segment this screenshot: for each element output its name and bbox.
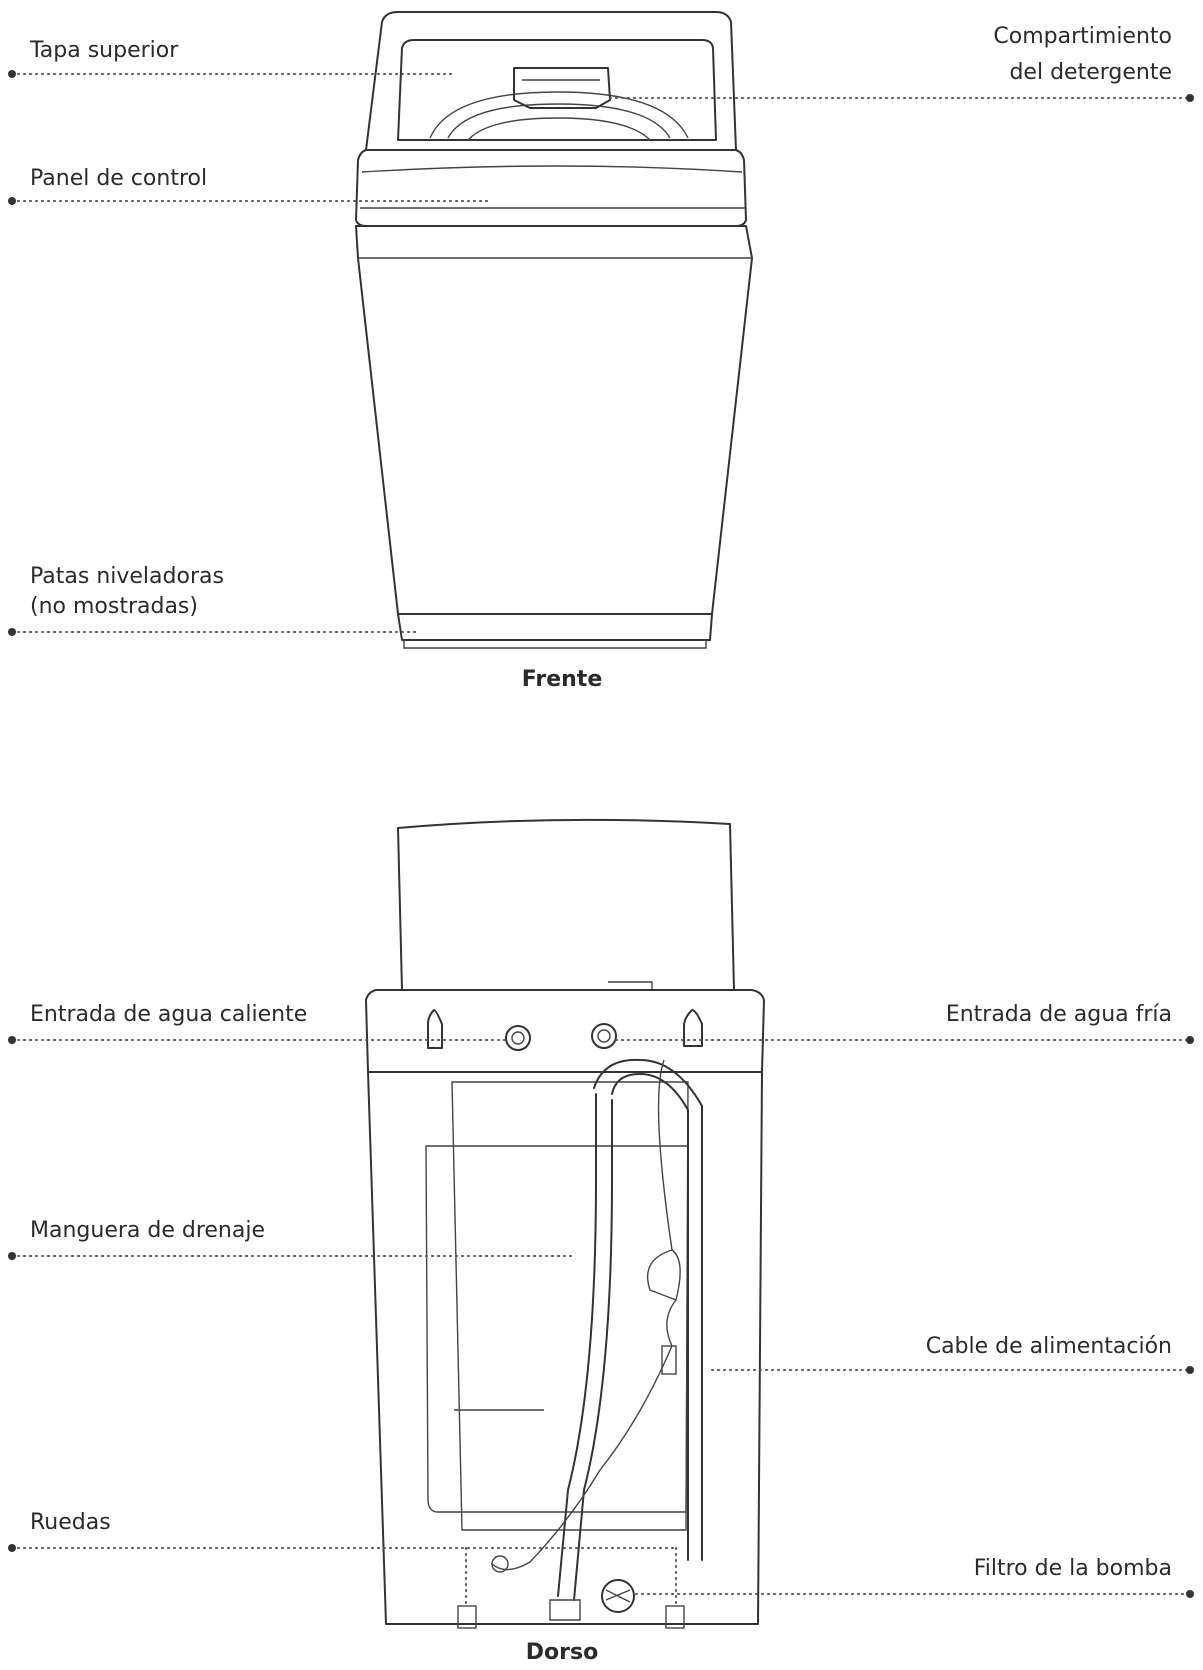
- front-control-panel: [355, 149, 747, 227]
- wheel-right: [665, 1605, 685, 1629]
- front-base: [397, 613, 713, 641]
- front-tub-ring-inner2: [467, 117, 651, 141]
- label-compartimiento-line2: del detergente: [1009, 60, 1172, 85]
- hot-water-inlet: [505, 1025, 531, 1051]
- front-lid-opening: [397, 39, 717, 141]
- label-cable: Cable de alimentación: [925, 1334, 1172, 1359]
- label-compartimiento-line1: Compartimiento: [993, 24, 1172, 49]
- front-top-lid: [365, 11, 737, 151]
- front-detergent-box: [513, 67, 611, 109]
- back-cabinet: [367, 1071, 763, 1625]
- label-ruedas: Ruedas: [30, 1510, 111, 1535]
- back-panel-band: [365, 989, 765, 1073]
- label-tapa-superior: Tapa superior: [30, 38, 179, 63]
- caption-front: Frente: [521, 667, 603, 692]
- back-upper-cabinet: [397, 818, 735, 991]
- front-tub-ring-outer: [429, 91, 689, 139]
- label-patas-line1: Patas niveladoras: [30, 564, 224, 589]
- front-cabinet: [355, 225, 753, 615]
- back-washer: [365, 818, 765, 1629]
- drain-hose: [593, 1058, 703, 1561]
- label-agua-fria: Entrada de agua fría: [945, 1002, 1172, 1027]
- front-tub-ring-inner: [447, 103, 671, 139]
- label-manguera: Manguera de drenaje: [30, 1218, 265, 1243]
- wheel-left: [457, 1605, 477, 1629]
- label-agua-caliente: Entrada de agua caliente: [30, 1002, 308, 1027]
- label-panel-de-control: Panel de control: [30, 166, 208, 191]
- power-cable: [491, 1059, 681, 1571]
- front-washer: [355, 11, 753, 649]
- cold-water-inlet: [591, 1023, 617, 1049]
- label-filtro: Filtro de la bomba: [973, 1556, 1172, 1581]
- label-patas-line2: (no mostradas): [30, 594, 198, 619]
- back-access-panel: [451, 1081, 689, 1531]
- caption-back: Dorso: [525, 1640, 599, 1665]
- pump-filter: [601, 1579, 635, 1613]
- hot-inlet-hook: [427, 1009, 443, 1049]
- cold-inlet-hook: [683, 1009, 703, 1047]
